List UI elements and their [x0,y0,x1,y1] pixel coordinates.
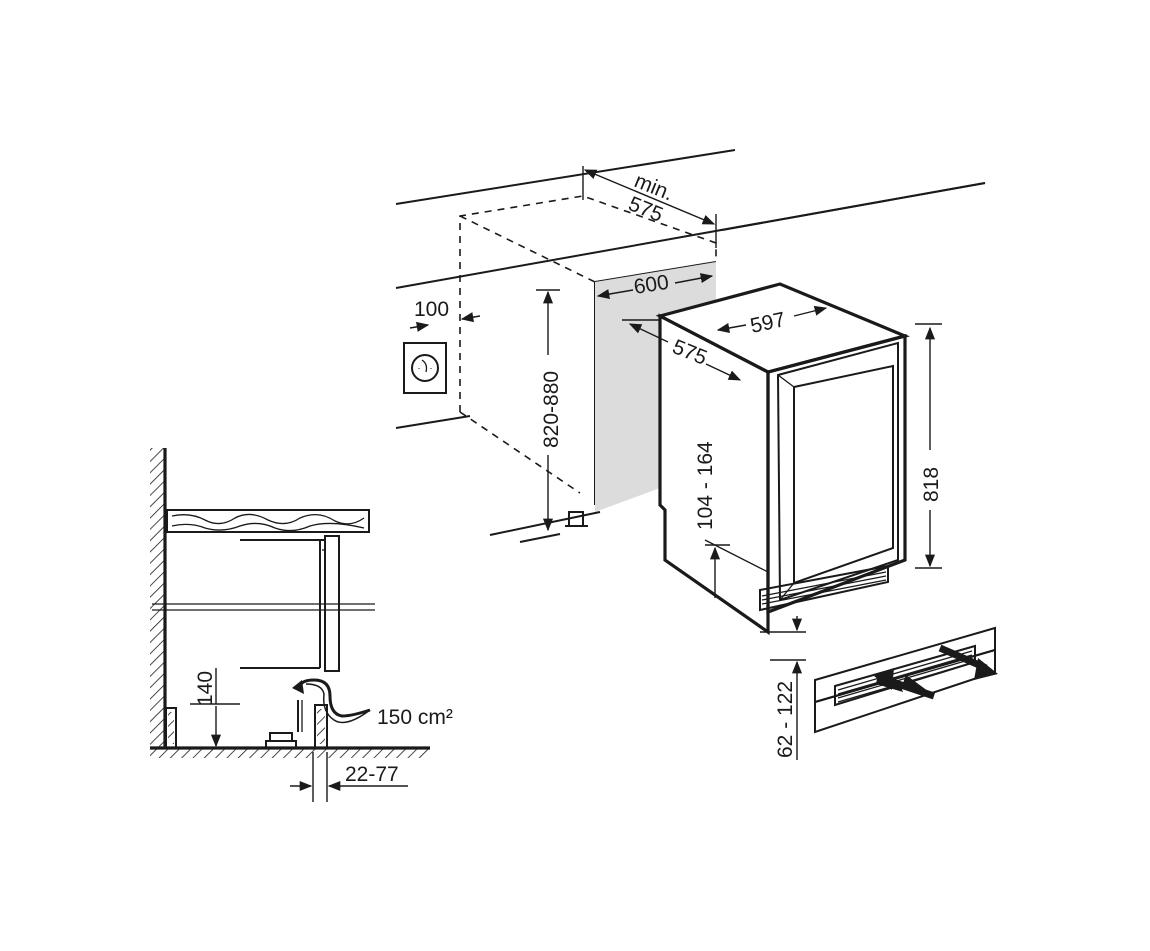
niche-outline [395,149,986,543]
label-socket-offset: 100 [414,298,449,321]
label-door-offset: 104 - 164 [694,441,717,530]
power-socket-icon [403,342,447,394]
label-vent-area: 150 cm² [377,706,453,729]
label-plinth-height: 62 - 122 [774,681,797,758]
dimension-labels: min. 575 600 100 820-880 597 575 104 - 1… [194,169,943,786]
label-vent-height: 140 [194,671,217,706]
air-outflow-arrow-icon [938,644,998,680]
wine-cooler-appliance [655,282,910,636]
air-inflow-arrow-icon [874,668,936,700]
label-niche-height: 820-880 [540,371,563,448]
label-appliance-width: 597 [748,308,787,338]
installation-section-detail [150,448,430,802]
label-niche-width: 600 [632,271,670,299]
label-appliance-height: 818 [920,467,943,502]
dimension-lines [409,166,942,760]
label-plinth-setback: 22-77 [345,763,399,786]
